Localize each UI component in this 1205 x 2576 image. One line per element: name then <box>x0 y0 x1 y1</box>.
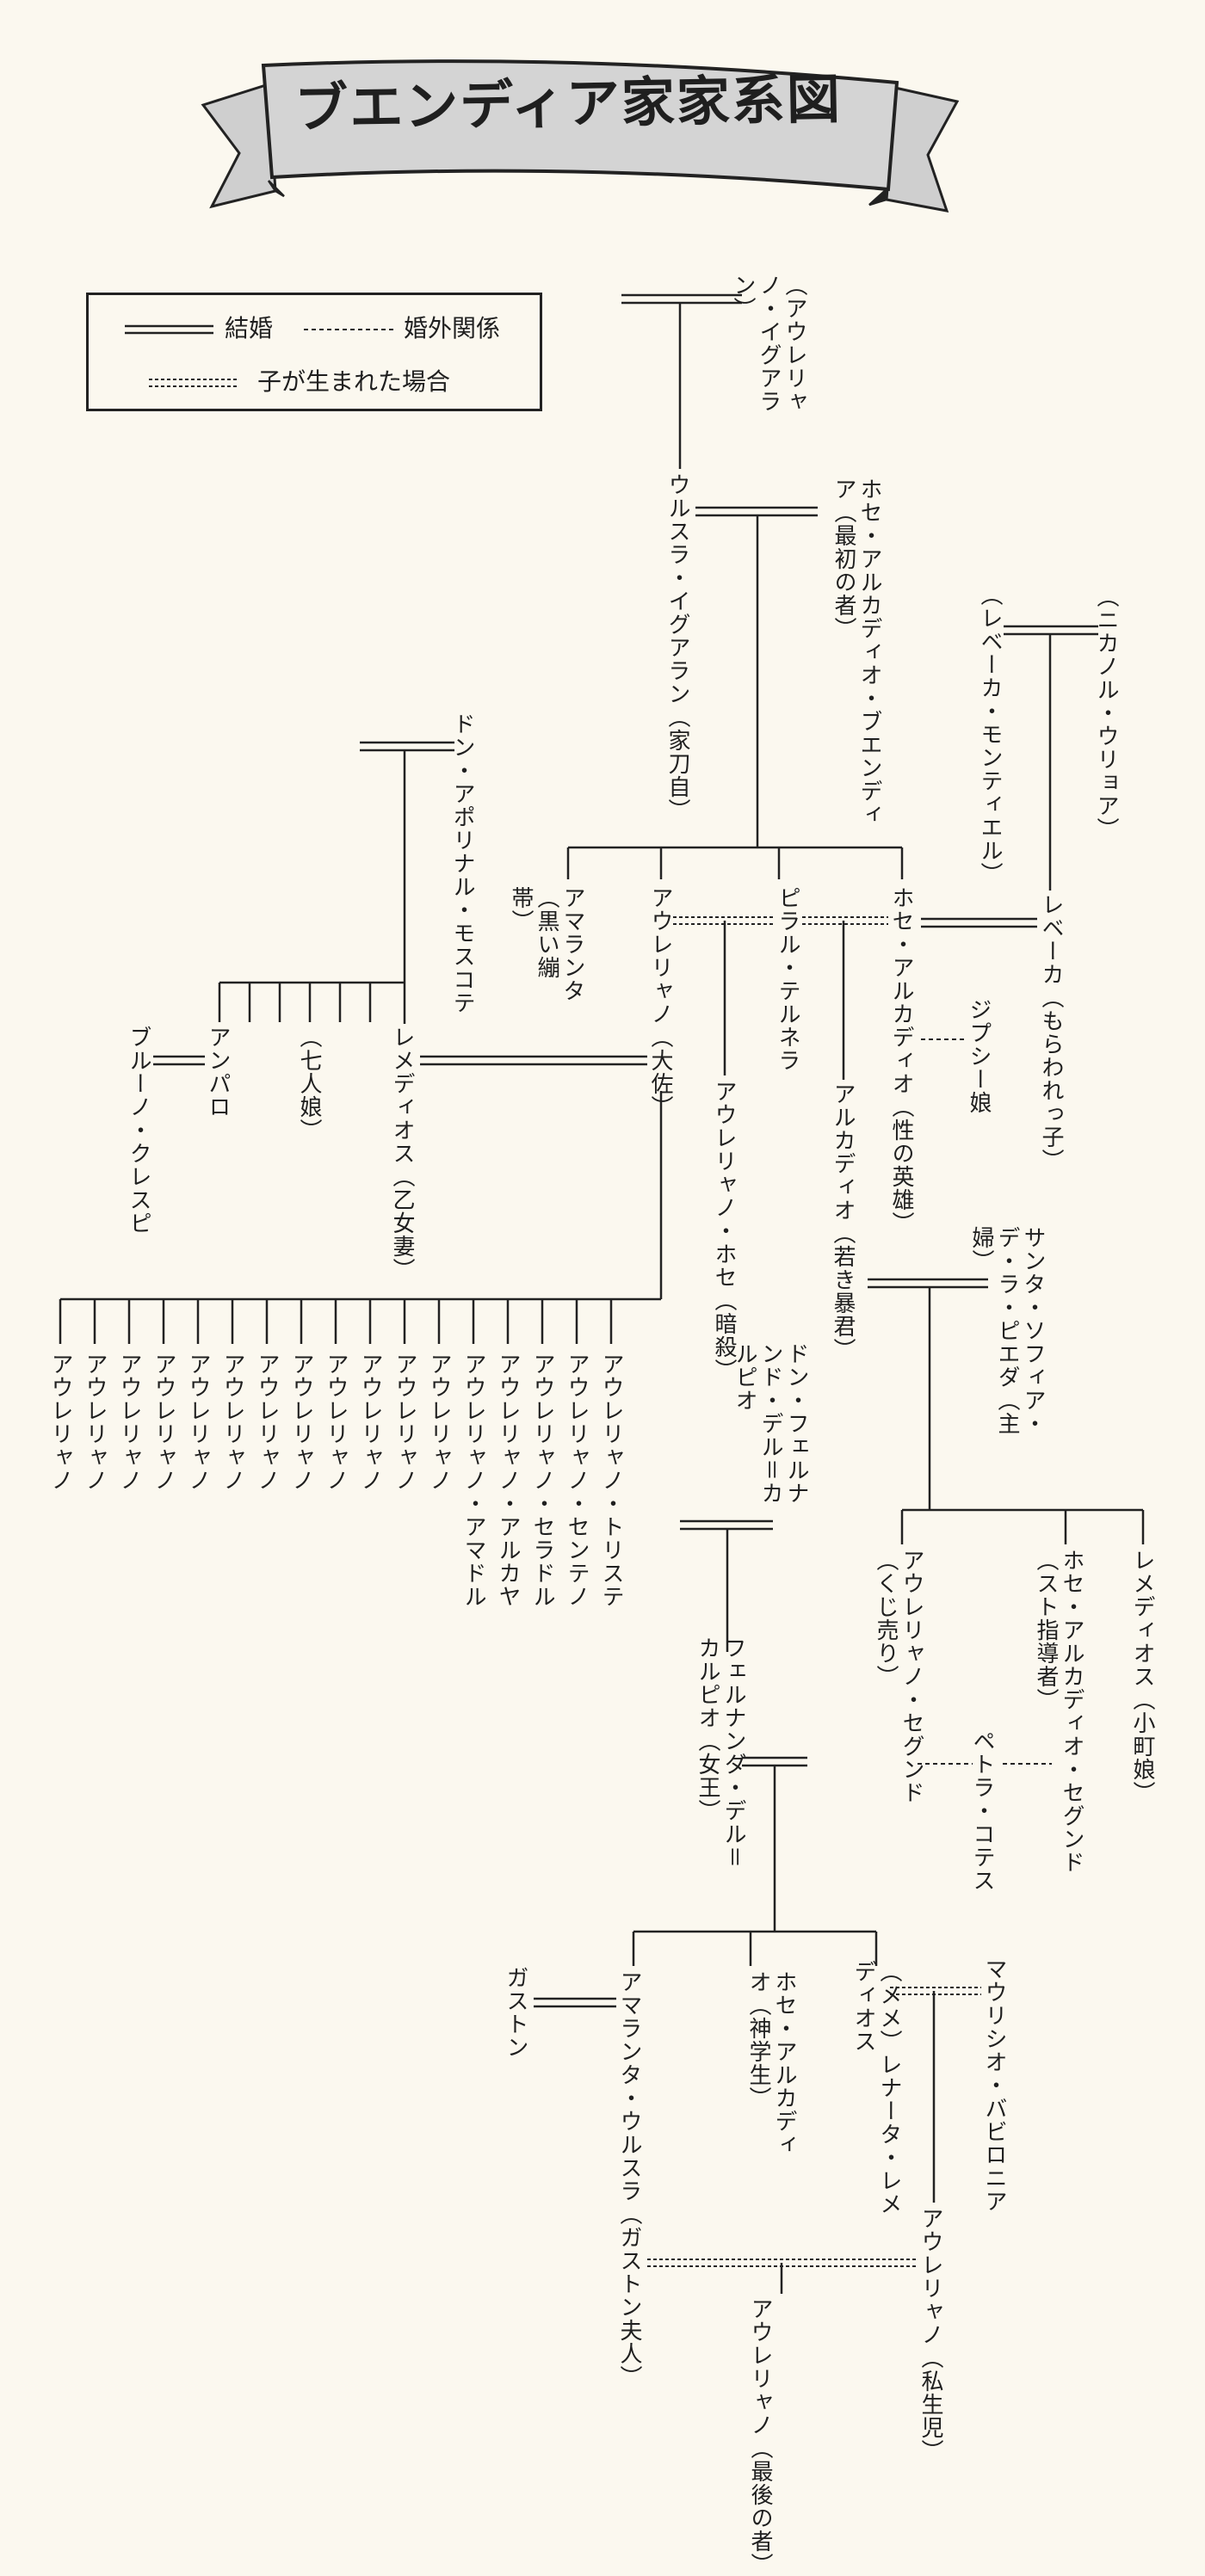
person-son-aureliano: アウレリャノ・アマドル <box>460 1353 486 1608</box>
person-don-apolinar-moscote: ドン・アポリナル・モスコテ <box>449 712 475 1014</box>
person-rebeca: レベーカ（もらわれっ子） <box>1038 893 1064 1172</box>
person-son-aureliano: アウレリャノ <box>392 1353 417 1492</box>
person-aureliano-iguaran: （アウレリャノ・イグアラン） <box>730 274 807 413</box>
person-jose-arcadio-segundo: ホセ・アルカディオ・セグンド（スト指導者） <box>1033 1549 1084 1874</box>
person-son-aureliano: アウレリャノ・トリステ <box>598 1353 624 1608</box>
person-petra-cotes: ペトラ・コテス <box>969 1729 995 1892</box>
person-son-aureliano: アウレリャノ <box>185 1353 211 1492</box>
person-arcadio: アルカディオ（若き暴君） <box>830 1082 856 1361</box>
person-son-aureliano: アウレリャノ <box>47 1353 73 1492</box>
person-don-fernando: ドン・フェルナンド・デル＝カルピオ <box>732 1342 809 1506</box>
legend-affair: 婚外関係 <box>404 314 501 342</box>
person-amaranta-ursula: アマランタ・ウルスラ（ガストン夫人） <box>616 1970 642 2388</box>
person-fernanda: フェルナンダ・デル＝カルピオ（女王） <box>695 1636 746 1870</box>
person-ursula: ウルスラ・イグアラン（家刀自） <box>664 473 690 822</box>
person-amaranta: アマランタ（黒い繃帯） <box>508 886 585 1002</box>
person-seven-daughters: （七人娘） <box>296 1026 322 1142</box>
legend: 結婚 婚外関係 子が生まれた場合 <box>86 293 542 411</box>
person-son-aureliano: アウレリャノ <box>82 1353 108 1492</box>
person-son-aureliano: アウレリャノ <box>116 1353 142 1492</box>
person-son-aureliano: アウレリャノ <box>219 1353 245 1492</box>
title-banner <box>201 59 960 213</box>
person-son-aureliano: アウレリャノ <box>254 1353 280 1492</box>
person-son-aureliano: アウレリャノ <box>151 1353 176 1492</box>
person-son-aureliano: アウレリャノ・センテノ <box>564 1353 590 1608</box>
person-son-aureliano: アウレリャノ <box>288 1353 314 1492</box>
person-rebeca-montiel: （レベーカ・モンティエル） <box>977 583 1003 885</box>
person-aureliano-jose: アウレリャノ・ホセ（暗殺） <box>711 1080 737 1382</box>
legend-symbols <box>125 324 394 387</box>
person-meme: （メメ）レナータ・レメディオス <box>850 1960 902 2215</box>
person-colonel-aureliano: アウレリャノ（大佐） <box>647 886 673 1119</box>
person-bruno-crespi: ブルーノ・クレスピ <box>126 1026 151 1235</box>
person-aureliano-segundo: アウレリャノ・セグンド（くじ売り） <box>873 1549 924 1804</box>
person-gaston: ガストン <box>503 1966 528 2059</box>
person-son-aureliano: アウレリャノ <box>426 1353 452 1492</box>
person-son-aureliano: アウレリャノ・アルカヤ <box>495 1353 521 1608</box>
family-tree-lines <box>59 59 1145 2294</box>
person-santa-sofia: サンタ・ソフィア・デ・ラ・ピエダ（主婦） <box>968 1226 1046 1435</box>
person-nicanor-ulloa: （ニカノル・ウリョア） <box>1093 585 1119 841</box>
person-jose-arcadio-hero: ホセ・アルカディオ（性の英雄） <box>888 886 914 1235</box>
person-jose-arcadio-seminarian: ホセ・アルカディオ（神学生） <box>745 1970 797 2156</box>
legend-marriage: 結婚 <box>225 314 274 342</box>
person-amparo: アンパロ <box>205 1026 231 1119</box>
page-title: ブエンディア家家系図 <box>294 67 843 140</box>
person-aureliano-babilonia: アウレリャノ（私生児） <box>918 2207 943 2462</box>
person-jose-arcadio-buendia: ホセ・アルカディオ・ブエンディア（最初の者） <box>831 478 882 826</box>
person-mauricio-babilonia: マウリシオ・バビロニア <box>981 1957 1007 2213</box>
person-remedios-moscote: レメディオス（乙女妻） <box>389 1026 415 1281</box>
person-son-aureliano: アウレリャノ <box>357 1353 383 1492</box>
person-son-aureliano: アウレリャノ <box>323 1353 349 1492</box>
person-gypsy-girl: ジプシー娘 <box>966 998 992 1114</box>
legend-child-born: 子が生まれた場合 <box>257 367 451 396</box>
person-pilar-ternera: ピラル・テルネラ <box>775 886 800 1072</box>
person-aureliano-last: アウレリャノ（最後の者） <box>747 2297 773 2576</box>
person-remedios-the-beauty: レメディオス（小町娘） <box>1129 1549 1155 1804</box>
person-son-aureliano: アウレリャノ・セラドル <box>529 1353 555 1608</box>
